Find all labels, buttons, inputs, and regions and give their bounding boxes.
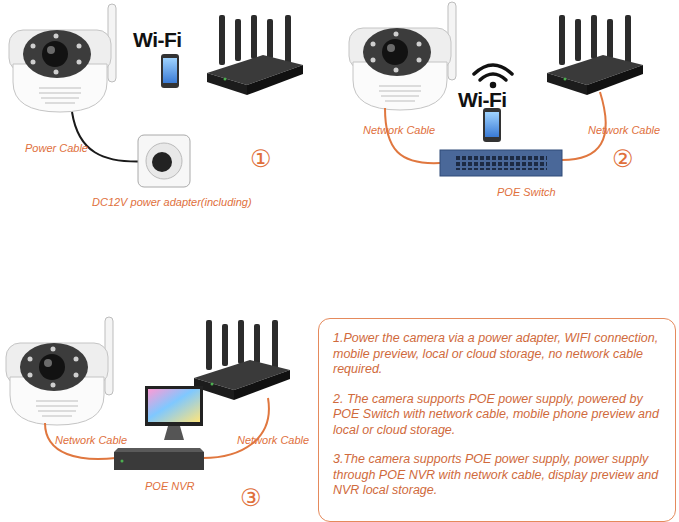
wifi-dot	[492, 84, 495, 87]
dome-camera	[349, 2, 456, 110]
mobile-phone	[161, 54, 179, 88]
dome-camera	[9, 4, 116, 112]
network-cable	[203, 398, 269, 458]
nvr-top	[114, 448, 204, 452]
socket-plate	[138, 135, 190, 187]
cable-label: Network Cable	[588, 124, 660, 136]
monitor-frame	[145, 386, 203, 426]
wifi-arc	[480, 74, 506, 80]
callout-number: ③	[240, 485, 262, 511]
wifi-logo: Wi-Fi	[458, 88, 507, 111]
wifi-router	[194, 320, 290, 400]
switch-ports	[455, 156, 547, 170]
device-label: POE NVR	[145, 480, 195, 492]
wifi-logo: Wi-Fi	[133, 28, 182, 51]
dome-camera	[6, 317, 113, 425]
device-label: POE Switch	[497, 186, 556, 198]
monitor-screen	[148, 389, 200, 422]
callout-number: ①	[250, 146, 272, 172]
cable-label: Power Cable	[25, 142, 88, 154]
note-box: 1.Power the camera via a power adapter, …	[318, 318, 676, 522]
note-paragraph: 3.The camera supports POE power supply, …	[333, 452, 661, 499]
poe-switch	[440, 150, 562, 176]
monitor-stand	[164, 426, 184, 440]
wifi-router	[547, 15, 643, 95]
nvr-light	[121, 460, 124, 463]
switch-body	[440, 150, 562, 176]
wifi-symbol	[474, 65, 512, 87]
callout-number: ②	[612, 146, 634, 172]
note-paragraph: 2. The camera supports POE power supply,…	[333, 392, 661, 439]
wifi-router	[207, 15, 303, 95]
wifi-arc	[474, 65, 512, 74]
cable-label: Network Cable	[237, 434, 309, 446]
note-paragraph: 1.Power the camera via a power adapter, …	[333, 331, 661, 378]
wall-socket	[138, 135, 190, 187]
nvr-body	[114, 452, 204, 470]
cable-label: Network Cable	[363, 124, 435, 136]
power-plug	[152, 152, 172, 172]
poe-nvr	[114, 448, 204, 470]
cable-label: Network Cable	[55, 434, 127, 446]
adapter-label: DC12V power adapter(including)	[92, 196, 252, 208]
socket-well	[146, 143, 182, 179]
mobile-phone	[483, 108, 501, 142]
monitor	[145, 386, 203, 440]
